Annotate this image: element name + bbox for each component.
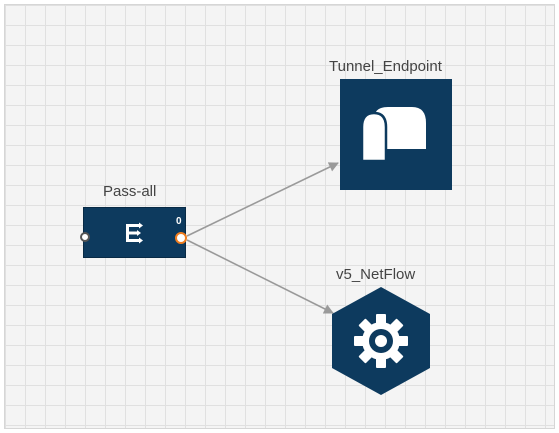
output-port-count: 0 [176, 216, 182, 227]
connection-to-v5-netflow[interactable] [186, 239, 334, 314]
topology-canvas[interactable] [4, 4, 555, 429]
gear-icon [354, 314, 408, 368]
filter-node-pass-all[interactable] [83, 207, 186, 258]
v5-netflow-node[interactable] [330, 285, 432, 397]
filter-node-label: Pass-all [103, 183, 157, 200]
filter-icon [126, 222, 143, 244]
connection-to-tunnel-endpoint[interactable] [186, 162, 339, 237]
tunnel-endpoint-label: Tunnel_Endpoint [329, 58, 442, 75]
tunnel-endpoint-node[interactable] [340, 79, 452, 190]
input-port[interactable] [80, 232, 90, 242]
output-port[interactable] [175, 232, 187, 244]
tunnel-icon [360, 107, 426, 163]
v5-netflow-label: v5_NetFlow [336, 266, 416, 283]
